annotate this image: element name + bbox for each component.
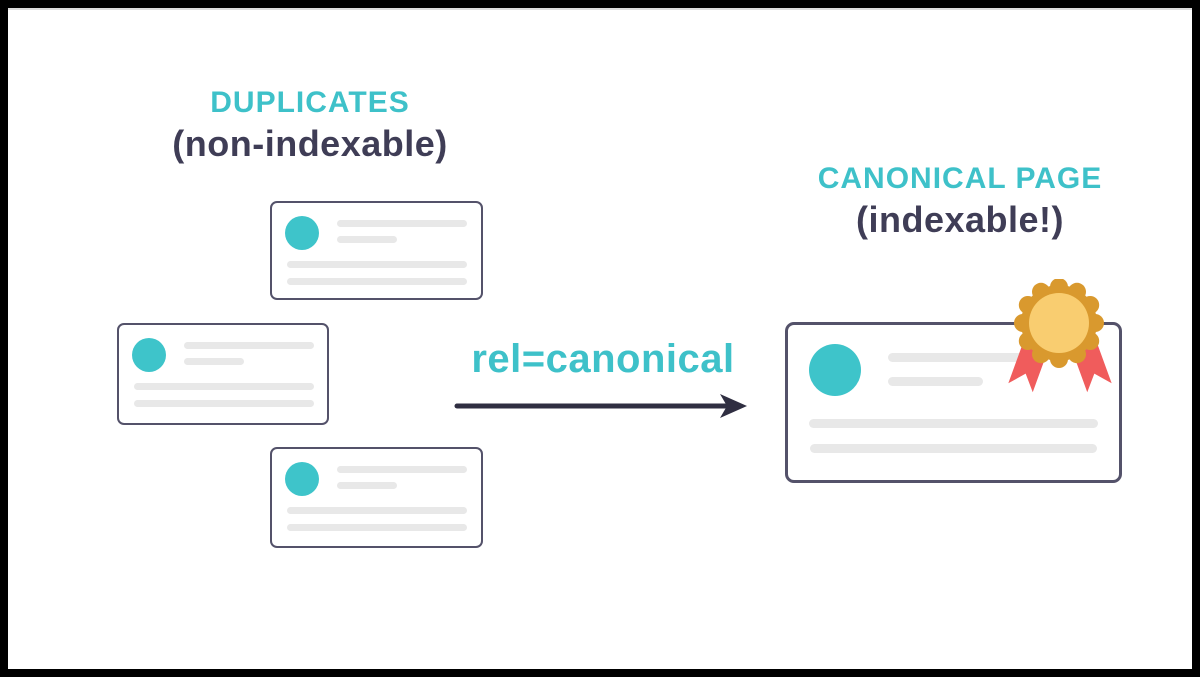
teal-circle-icon	[285, 462, 319, 496]
duplicates-subtitle: (non-indexable)	[172, 123, 448, 164]
text-line-placeholder	[337, 482, 397, 489]
canonical-subtitle: (indexable!)	[855, 199, 1065, 240]
rel-canonical-label: rel=canonical	[471, 337, 735, 381]
text-line-placeholder	[134, 400, 314, 407]
award-ribbon-icon	[1005, 278, 1115, 397]
text-line-placeholder	[134, 383, 314, 390]
teal-circle-icon	[809, 344, 861, 396]
text-line-placeholder	[184, 358, 244, 365]
text-line-placeholder	[809, 419, 1098, 428]
canonical-title: CANONICAL PAGE	[817, 162, 1103, 195]
duplicates-heading-group: DUPLICATES (non-indexable)	[110, 84, 510, 166]
text-line-placeholder	[287, 261, 467, 268]
text-line-placeholder	[888, 377, 983, 386]
text-line-placeholder	[287, 524, 467, 531]
text-line-placeholder	[287, 507, 467, 514]
canonical-heading-group: CANONICAL PAGE (indexable!)	[770, 160, 1150, 242]
duplicate-page-card	[117, 323, 329, 425]
duplicates-title: DUPLICATES	[210, 86, 410, 119]
right-arrow-icon	[452, 392, 752, 420]
teal-circle-icon	[285, 216, 319, 250]
text-line-placeholder	[184, 342, 314, 349]
text-line-placeholder	[810, 444, 1097, 453]
text-line-placeholder	[888, 353, 1030, 362]
teal-circle-icon	[132, 338, 166, 372]
text-line-placeholder	[337, 236, 397, 243]
text-line-placeholder	[337, 466, 467, 473]
duplicate-page-card	[270, 447, 483, 548]
text-line-placeholder	[337, 220, 467, 227]
text-line-placeholder	[287, 278, 467, 285]
duplicate-page-card	[270, 201, 483, 300]
